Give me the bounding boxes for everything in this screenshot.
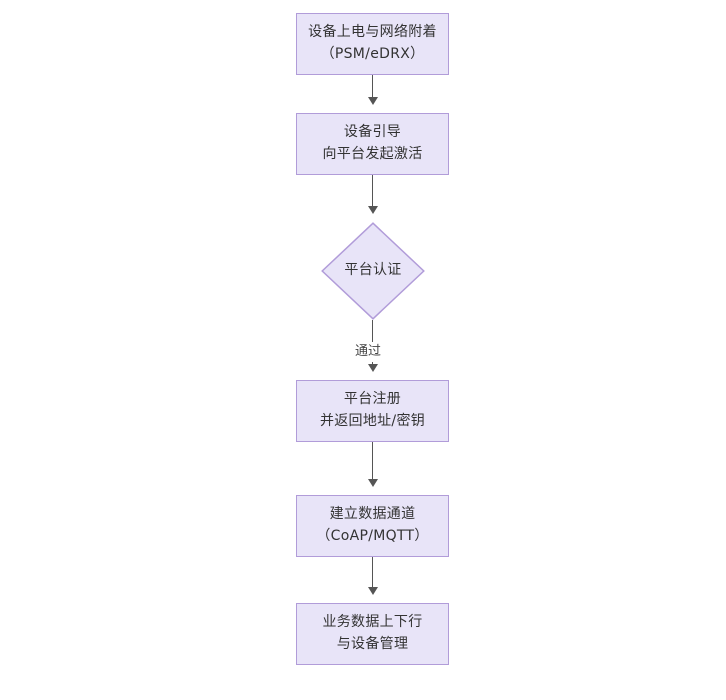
arrowhead-icon — [367, 97, 378, 105]
node-label-line: 平台注册 — [343, 391, 402, 408]
process-node-n2[interactable]: 设备引导向平台发起激活 — [296, 113, 449, 175]
node-label-line: （CoAP/MQTT） — [316, 528, 429, 544]
edge-label-e3: 通过 — [352, 342, 385, 363]
arrowhead-icon — [367, 364, 378, 372]
node-label-line: （PSM/eDRX） — [320, 46, 425, 62]
arrowhead-icon — [367, 479, 378, 487]
connector-n2-to-n3 — [372, 175, 373, 206]
process-node-n1[interactable]: 设备上电与网络附着 （PSM/eDRX） — [296, 13, 449, 75]
node-label-line: 与设备管理 — [336, 636, 409, 652]
process-node-n4[interactable]: 平台注册并返回地址/密钥 — [296, 380, 449, 442]
node-label-line: 向平台发起激活 — [322, 146, 423, 162]
node-label-line: 设备引导 — [343, 124, 402, 141]
connector-n4-to-n5 — [372, 442, 373, 479]
arrowhead-icon — [367, 587, 378, 595]
process-node-n5[interactable]: 建立数据通道 （CoAP/MQTT） — [296, 495, 449, 557]
process-node-n6[interactable]: 业务数据上下行与设备管理 — [296, 603, 449, 665]
connector-n5-to-n6 — [372, 557, 373, 587]
arrowhead-icon — [367, 206, 378, 214]
node-label: 平台认证 — [344, 262, 402, 279]
node-label-line: 设备上电与网络附着 — [308, 24, 437, 41]
connector-n1-to-n2 — [372, 75, 373, 97]
decision-node-n3[interactable]: 平台认证 — [321, 222, 425, 320]
node-label-line: 建立数据通道 — [329, 506, 416, 523]
node-label-line: 业务数据上下行 — [322, 614, 423, 631]
diamond-shape-icon — [321, 222, 425, 320]
node-label-line: 并返回地址/密钥 — [319, 413, 426, 429]
